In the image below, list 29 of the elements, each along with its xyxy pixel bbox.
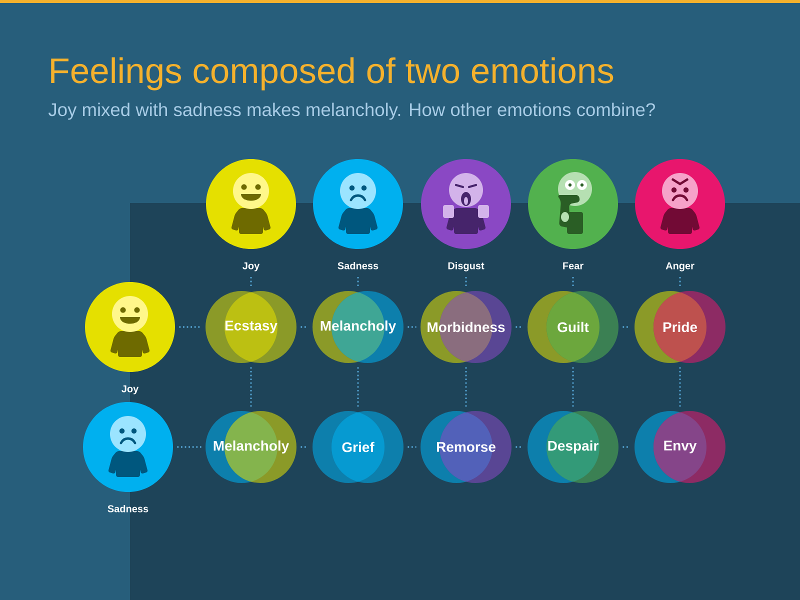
dotted-line	[572, 277, 574, 287]
overlapping-circles: Envy	[634, 411, 726, 483]
dotted-line	[357, 277, 359, 287]
dotted-line	[516, 446, 524, 448]
dotted-line	[357, 367, 359, 407]
dotted-line	[250, 367, 252, 407]
dotted-line	[465, 367, 467, 407]
dotted-line	[300, 446, 308, 448]
overlapping-circles: Ecstasy	[206, 291, 296, 363]
overlapping-circles: Pride	[634, 291, 726, 363]
dotted-line	[572, 367, 574, 407]
dotted-line	[250, 277, 252, 287]
dotted-line	[465, 277, 467, 287]
overlapping-circles: Despair	[528, 411, 618, 483]
overlapping-circles: Grief	[312, 411, 404, 483]
overlapping-circles: Remorse	[420, 411, 512, 483]
dotted-line	[679, 367, 681, 407]
dotted-line	[408, 446, 416, 448]
subtitle: Joy mixed with sadness makes melancholy. How other emotions combine?	[48, 102, 655, 120]
dotted-line	[300, 326, 308, 328]
dotted-line	[622, 446, 630, 448]
title: Feelings composed of two emotions	[51, 57, 614, 90]
dotted-line	[177, 446, 202, 448]
dotted-line	[622, 326, 630, 328]
dotted-line	[408, 326, 416, 328]
dotted-line	[179, 326, 202, 328]
overlapping-circles: Guilt	[528, 291, 618, 363]
dotted-line	[679, 277, 681, 287]
dotted-line	[516, 326, 524, 328]
